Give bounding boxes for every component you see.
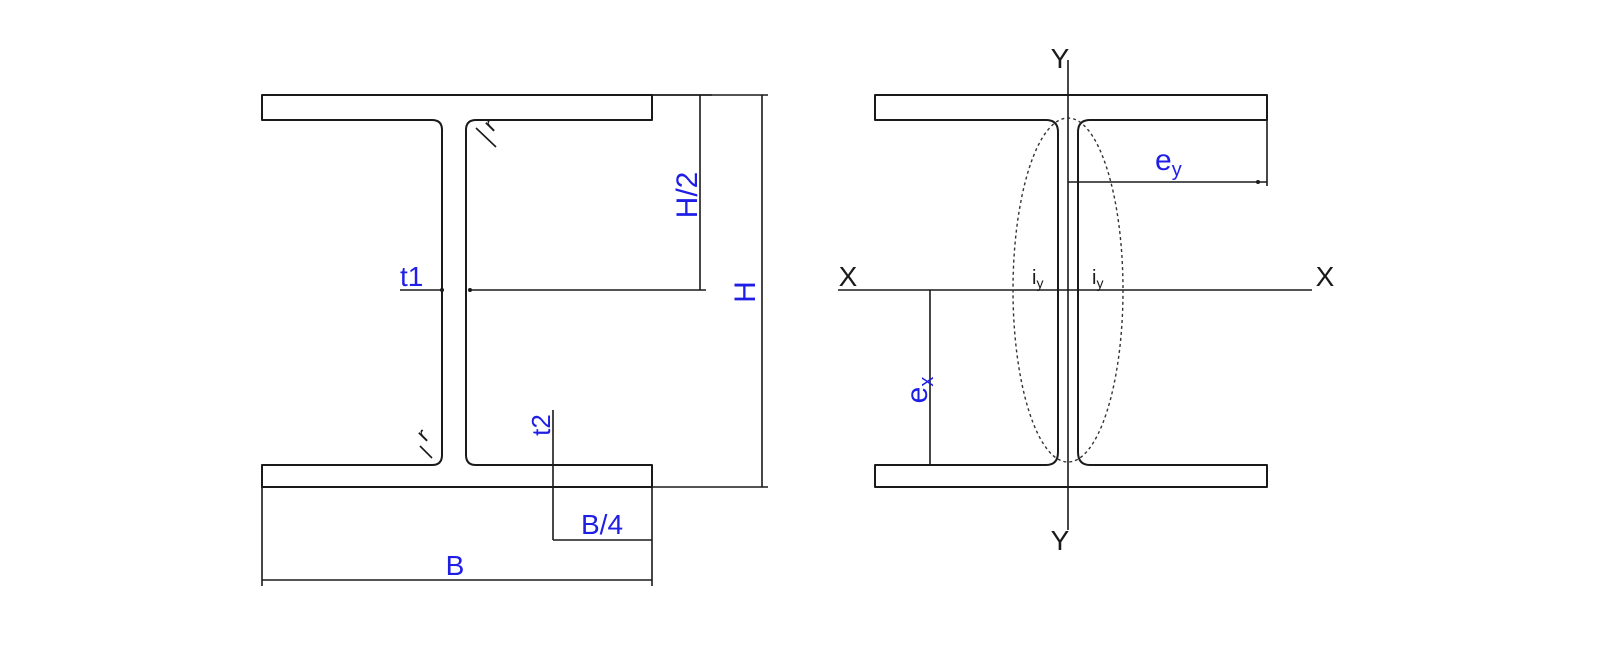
ey-label: ey bbox=[1155, 144, 1182, 181]
x-axis-right-label: X bbox=[1316, 261, 1335, 292]
ey-label-base: e bbox=[1155, 144, 1172, 177]
gyration-left-sub: y bbox=[1036, 275, 1043, 291]
gyration-ellipse bbox=[1012, 117, 1124, 463]
radius-bottom-label: r bbox=[411, 423, 434, 446]
gyration-right-label: iy bbox=[1092, 267, 1103, 291]
flange-thickness-label: t2 bbox=[526, 414, 556, 436]
center-line-end-dot bbox=[468, 288, 472, 292]
right-beam-section bbox=[838, 60, 1312, 530]
y-axis-top-label: Y bbox=[1051, 43, 1070, 74]
right-beam-outline bbox=[874, 94, 1268, 488]
gyration-right-base: i bbox=[1092, 267, 1096, 289]
quarter-width-label: B/4 bbox=[581, 509, 623, 540]
ex-label-base: e bbox=[901, 387, 934, 404]
half-height-label: H/2 bbox=[671, 172, 704, 219]
web-thickness-dot bbox=[440, 288, 444, 292]
left-beam-outline bbox=[261, 94, 653, 488]
radius-top-leader bbox=[475, 127, 497, 148]
height-label: H bbox=[729, 281, 762, 303]
radius-bottom-leader bbox=[419, 445, 433, 459]
y-axis-bottom-label: Y bbox=[1051, 525, 1070, 556]
ex-label-sub: x bbox=[916, 377, 938, 387]
ey-dimension-dot bbox=[1256, 180, 1260, 184]
gyration-left-label: iy bbox=[1032, 267, 1043, 291]
gyration-right-sub: y bbox=[1096, 275, 1103, 291]
ey-label-sub: y bbox=[1172, 159, 1182, 181]
x-axis-left-label: X bbox=[839, 261, 858, 292]
left-beam-section bbox=[261, 94, 768, 586]
web-thickness-label: t1 bbox=[400, 261, 423, 292]
gyration-left-base: i bbox=[1032, 267, 1036, 289]
ex-label: ex bbox=[901, 377, 938, 404]
width-label: B bbox=[446, 550, 465, 581]
